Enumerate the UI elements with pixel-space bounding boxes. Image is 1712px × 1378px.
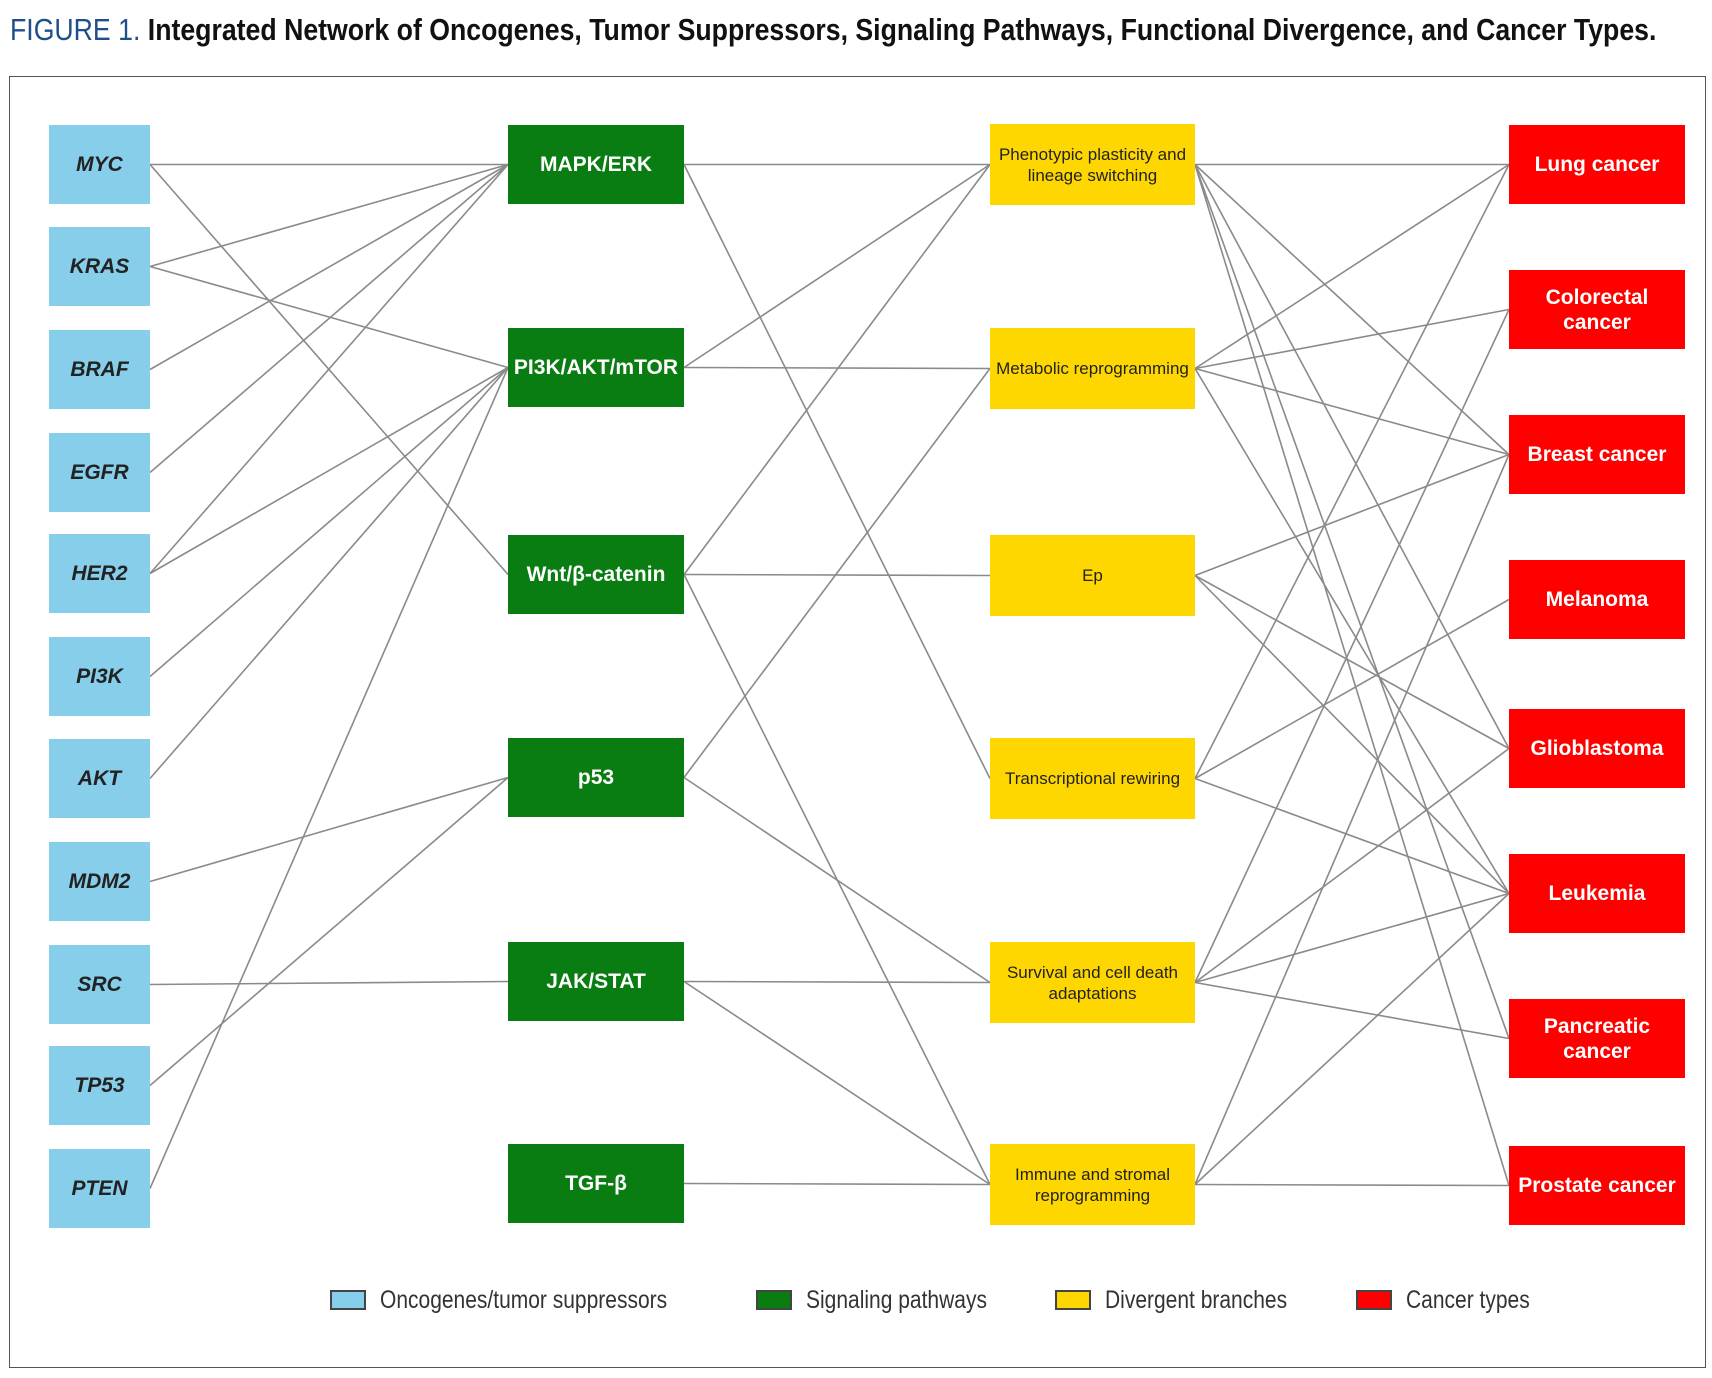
node-gbm: Glioblastoma: [1509, 709, 1685, 788]
edge-ep-brca: [1194, 453, 1510, 577]
node-tgf: TGF-β: [508, 1144, 684, 1223]
figure-label: FIGURE 1.: [10, 12, 141, 47]
legend-swatch: [1356, 1290, 1393, 1310]
legend-label: Cancer types: [1406, 1285, 1530, 1314]
legend-item-genes: Oncogenes/tumor suppressors: [330, 1286, 722, 1315]
edge-plas-brca: [1194, 163, 1510, 456]
edge-surv-gbm: [1194, 747, 1510, 984]
legend: Oncogenes/tumor suppressors Signaling pa…: [330, 1284, 1587, 1316]
node-immu: Immune and stromal reprogramming: [990, 1144, 1195, 1225]
edge-mapk-tran: [683, 164, 991, 779]
node-leuk: Leukemia: [1509, 854, 1685, 933]
node-her2: HER2: [49, 534, 150, 613]
edge-wnt-plas: [683, 164, 991, 575]
edge-tran-lung: [1194, 164, 1510, 779]
edge-meta-crc: [1194, 308, 1510, 370]
edge-akt-pi3kakt: [149, 366, 509, 780]
node-akt: AKT: [49, 739, 150, 818]
edge-plas-panc: [1194, 164, 1510, 1039]
node-braf: BRAF: [49, 330, 150, 409]
edge-immu-pros: [1194, 1183, 1510, 1187]
edge-ep-leuk: [1194, 574, 1510, 895]
node-meta: Metabolic reprogramming: [990, 328, 1195, 409]
legend-item-branches: Divergent branches: [1055, 1286, 1322, 1315]
legend-item-pathways: Signaling pathways: [755, 1285, 1021, 1315]
node-crc: Colorectal cancer: [1509, 270, 1685, 349]
node-brca: Breast cancer: [1509, 415, 1685, 494]
node-tp53: TP53: [49, 1046, 150, 1125]
edge-p53-surv: [683, 776, 991, 984]
edge-meta-brca: [1194, 367, 1510, 456]
legend-swatch: [330, 1290, 366, 1310]
edge-kras-pi3kakt: [149, 265, 509, 369]
edge-meta-lung: [1194, 163, 1510, 370]
node-mel: Melanoma: [1509, 560, 1685, 639]
edge-src-jak: [149, 980, 509, 986]
node-kras: KRAS: [49, 227, 150, 306]
node-pros: Prostate cancer: [1509, 1146, 1685, 1225]
edge-pi3kakt-plas: [683, 163, 991, 369]
edge-surv-crc: [1194, 309, 1510, 983]
edge-jak-surv: [683, 980, 991, 984]
edge-tp53-p53: [149, 776, 509, 1087]
node-surv: Survival and cell death adaptations: [990, 942, 1195, 1023]
node-pten: PTEN: [49, 1149, 150, 1228]
node-lung: Lung cancer: [1509, 125, 1685, 204]
node-panc: Pancreatic cancer: [1509, 999, 1685, 1078]
edge-jak-immu: [683, 980, 991, 1186]
node-pi3k: PI3K: [49, 637, 150, 716]
figure-title-text: Integrated Network of Oncogenes, Tumor S…: [147, 12, 1657, 47]
edge-tgf-immu: [683, 1182, 991, 1186]
edge-mdm2-p53: [149, 776, 509, 883]
edge-braf-mapk: [149, 163, 509, 371]
legend-label: Divergent branches: [1105, 1285, 1288, 1314]
edge-ep-gbm: [1194, 574, 1510, 750]
node-mapk: MAPK/ERK: [508, 125, 684, 204]
node-plas: Phenotypic plasticity and lineage switch…: [990, 124, 1195, 205]
edge-egfr-mapk: [149, 163, 509, 474]
node-egfr: EGFR: [49, 433, 150, 512]
edge-her2-pi3kakt: [149, 366, 509, 575]
edge-pi3kakt-meta: [683, 366, 991, 370]
edge-wnt-ep: [683, 573, 991, 577]
legend-label: Oncogenes/tumor suppressors: [380, 1285, 668, 1314]
figure-title: FIGURE 1. Integrated Network of Oncogene…: [10, 12, 1656, 56]
legend-item-cancers: Cancer types: [1356, 1286, 1553, 1315]
node-p53: p53: [508, 738, 684, 817]
edge-pi3k-pi3kakt: [149, 366, 509, 678]
legend-swatch: [1055, 1290, 1092, 1310]
node-tran: Transcriptional rewiring: [990, 738, 1195, 819]
legend-swatch: [755, 1290, 792, 1310]
edge-meta-leuk: [1194, 368, 1510, 894]
node-jak: JAK/STAT: [508, 942, 684, 1021]
edge-plas-gbm: [1194, 164, 1510, 749]
node-src: SRC: [49, 945, 150, 1024]
edge-surv-panc: [1194, 981, 1510, 1040]
edge-tran-leuk: [1194, 777, 1510, 895]
edge-immu-brca: [1194, 454, 1510, 1185]
node-mdm2: MDM2: [49, 842, 150, 921]
edge-kras-mapk: [149, 163, 509, 268]
edge-tran-mel: [1194, 598, 1510, 780]
node-pi3kakt: PI3K/AKT/mTOR: [508, 328, 684, 407]
node-wnt: Wnt/β-catenin: [508, 535, 684, 614]
edge-surv-leuk: [1194, 892, 1510, 984]
edge-her2-mapk: [149, 163, 509, 575]
edge-p53-meta: [683, 368, 991, 778]
edge-pten-pi3kakt: [149, 367, 509, 1189]
node-ep: Ep: [990, 535, 1195, 616]
node-myc: MYC: [49, 125, 150, 204]
figure-frame: [9, 76, 1706, 1368]
edge-immu-leuk: [1194, 892, 1510, 1186]
legend-label: Signaling pathways: [805, 1285, 987, 1314]
